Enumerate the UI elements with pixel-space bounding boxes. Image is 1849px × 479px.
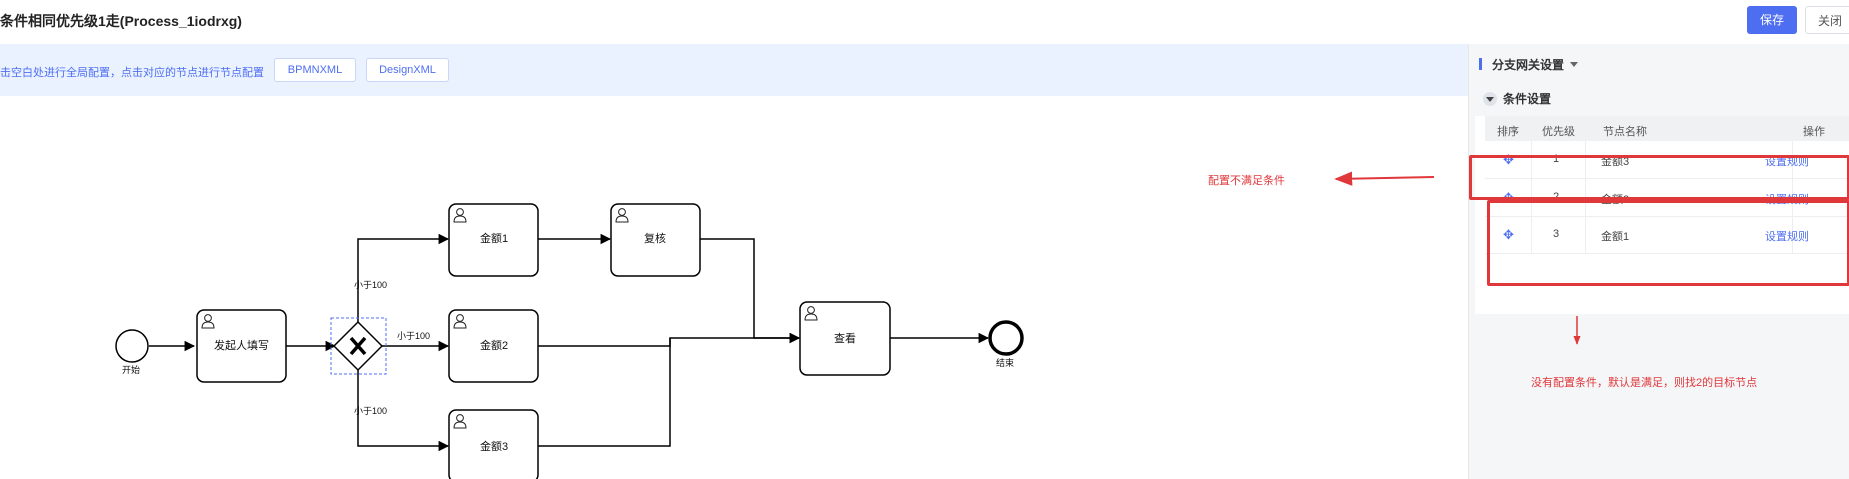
flow-amount3-to-view <box>538 338 671 447</box>
drag-handle-icon[interactable]: ✥ <box>1503 152 1514 167</box>
set-rule-link[interactable]: 设置规则 <box>1765 156 1809 168</box>
row-priority: 3 <box>1553 228 1560 240</box>
header-bar: 条件相同优先级1走(Process_1iodrxg) 保存 关闭 <box>0 0 1849 44</box>
page-title: 条件相同优先级1走(Process_1iodrxg) <box>0 13 242 29</box>
task-amount1-label: 金额1 <box>480 231 508 245</box>
cond-label-middle: 小于100 <box>397 331 430 341</box>
annotation-layer: 没有配置条件，默认是满足，则找2的目标节点 <box>1531 316 1757 389</box>
panel-title-text: 分支网关设置 <box>1492 58 1565 72</box>
task-amount1[interactable]: 金额1 <box>448 203 539 277</box>
design-xml-button[interactable]: DesignXML <box>366 58 449 82</box>
gateway-settings-panel: 分支网关设置 条件设置 排序 优先级 节点名称 操作 ✥ 1 金额3 设置规则 … <box>1468 44 1849 479</box>
row-node: 金额1 <box>1601 231 1630 243</box>
tip-text: 击空白处进行全局配置，点击对应的节点进行节点配置 <box>0 67 264 79</box>
panel-title[interactable]: 分支网关设置 <box>1479 56 1579 73</box>
collapse-icon[interactable] <box>1483 92 1497 106</box>
row-node: 金额3 <box>1601 156 1630 168</box>
task-initiator-label: 发起人填写 <box>214 338 269 352</box>
end-event[interactable] <box>988 320 1024 356</box>
caret-down-icon[interactable] <box>1570 62 1579 67</box>
cond-label-lower: 小于100 <box>354 406 387 416</box>
diagram-canvas[interactable]: 击空白处进行全局配置，点击对应的节点进行节点配置 BPMNXML DesignX… <box>0 44 1468 479</box>
flow-amount2-to-view <box>538 332 801 347</box>
start-label: 开始 <box>122 364 140 375</box>
flow-gateway-to-amount3 <box>357 370 450 452</box>
drag-handle-icon[interactable]: ✥ <box>1503 227 1514 242</box>
section-title: 条件设置 <box>1503 92 1552 106</box>
task-amount3[interactable]: 金额3 <box>448 409 539 479</box>
table-row: ✥ 1 金额3 设置规则 <box>1485 141 1849 179</box>
gateway-x-icon <box>349 336 367 356</box>
end-label: 结束 <box>996 357 1014 368</box>
col-action: 操作 <box>1803 126 1825 138</box>
table-header: 排序 优先级 节点名称 操作 <box>1485 116 1849 141</box>
col-priority: 优先级 <box>1542 126 1575 138</box>
gateway-selection <box>330 317 387 375</box>
task-view[interactable]: 查看 <box>799 301 891 376</box>
annotation-unmet-condition: 配置不满足条件 <box>1208 173 1285 187</box>
bpmn-diagram: 开始 发起人填写 小于100 小于100 小于100 金额1 复核 金额2 金额… <box>115 171 1435 479</box>
exclusive-gateway[interactable] <box>332 320 384 372</box>
save-button[interactable]: 保存 <box>1747 6 1797 34</box>
col-sort: 排序 <box>1497 126 1519 138</box>
task-amount2[interactable]: 金额2 <box>448 309 539 383</box>
set-rule-link[interactable]: 设置规则 <box>1765 231 1809 243</box>
task-review-label: 复核 <box>644 231 666 245</box>
table-row: ✥ 3 金额1 设置规则 <box>1485 216 1849 254</box>
task-initiator[interactable]: 发起人填写 <box>196 309 287 383</box>
col-node-name: 节点名称 <box>1603 126 1647 138</box>
annotation-default-condition: 没有配置条件，默认是满足，则找2的目标节点 <box>1531 375 1757 389</box>
task-view-label: 查看 <box>834 331 856 345</box>
flow-review-to-view <box>700 238 801 344</box>
task-amount2-label: 金额2 <box>480 338 508 352</box>
bpmn-xml-button[interactable]: BPMNXML <box>274 58 356 82</box>
highlight-box-rows23 <box>1487 200 1849 286</box>
task-amount3-label: 金额3 <box>480 439 508 453</box>
close-button[interactable]: 关闭 <box>1805 6 1849 34</box>
highlight-box-row1 <box>1469 155 1849 200</box>
task-review[interactable]: 复核 <box>610 203 701 277</box>
annotation-arrow-left <box>1334 171 1435 186</box>
tip-bar: 击空白处进行全局配置，点击对应的节点进行节点配置 BPMNXML DesignX… <box>0 44 1468 96</box>
cond-label-upper: 小于100 <box>354 280 387 290</box>
start-event[interactable] <box>115 329 149 363</box>
condition-section-header[interactable]: 条件设置 <box>1483 90 1551 107</box>
row-priority: 1 <box>1553 153 1560 165</box>
flow-gateway-to-amount1 <box>357 233 450 322</box>
